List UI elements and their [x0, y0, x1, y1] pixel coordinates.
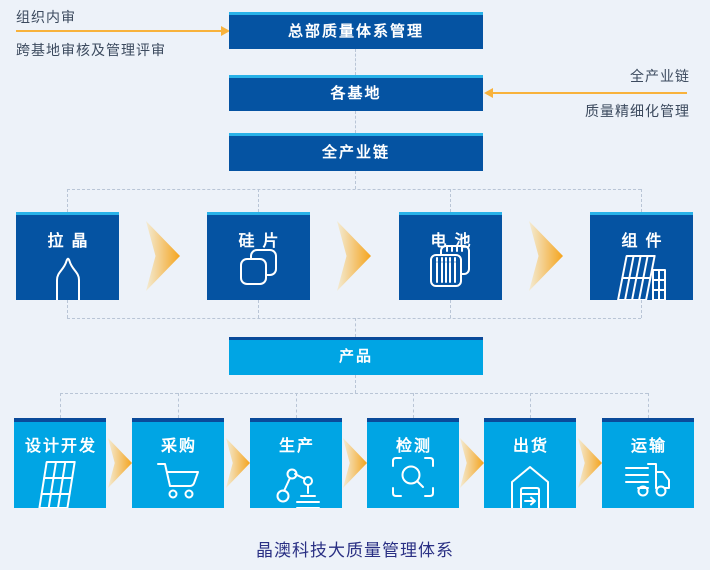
process-box-label: 拉晶: [47, 233, 96, 250]
chevron-right-icon: [337, 221, 371, 291]
dashed-connector: [641, 189, 642, 212]
dashed-connector: [67, 189, 641, 190]
inspection-scan-icon: [392, 457, 434, 497]
shopping-cart-icon: [157, 463, 199, 499]
product-bar: 产品: [229, 337, 483, 375]
left-annotation-line1: 组织内审: [16, 9, 76, 25]
process-box-silicon-wafer: 硅片: [207, 212, 310, 300]
dashed-connector: [60, 393, 61, 418]
left-arrowhead-icon: [484, 88, 493, 98]
process-box-label: 硅片: [238, 233, 287, 250]
dashed-connector: [67, 189, 68, 212]
dashed-connector: [258, 189, 259, 212]
lifecycle-box-label: 设计开发: [24, 438, 97, 455]
lifecycle-box-label: 生产: [278, 438, 315, 455]
dashed-connector: [355, 171, 356, 189]
dashed-connector: [355, 375, 356, 393]
right-annotation-line2: 质量精细化管理: [585, 103, 690, 119]
chevron-right-icon: [146, 221, 180, 291]
lifecycle-box-transport: 运输: [602, 418, 694, 508]
right-arrow-line: [493, 92, 687, 94]
lifecycle-box-label: 采购: [160, 438, 197, 455]
lifecycle-box-production: 生产: [250, 418, 342, 508]
dashed-connector: [258, 300, 259, 318]
lifecycle-box-shipment: 出货: [484, 418, 576, 508]
tier-hq-quality-system: 总部质量体系管理: [229, 12, 483, 49]
dashed-connector: [413, 393, 414, 418]
lifecycle-box-inspection: 检测: [367, 418, 459, 508]
dashed-connector: [641, 300, 642, 318]
process-box-solar-cell: 电池: [399, 212, 502, 300]
chevron-right-icon: [578, 438, 602, 488]
chevron-right-icon: [226, 438, 250, 488]
robot-arm-icon: [276, 468, 320, 508]
dashed-connector: [450, 300, 451, 318]
tier-bases: 各基地: [229, 75, 483, 111]
dashed-connector: [60, 393, 648, 394]
process-box-crystal-pulling: 拉晶: [16, 212, 119, 300]
right-arrowhead-icon: [221, 26, 230, 36]
dashed-connector: [530, 393, 531, 418]
lifecycle-box-procurement: 采购: [132, 418, 224, 508]
dashed-connector: [296, 393, 297, 418]
lifecycle-box-label: 运输: [630, 438, 667, 455]
process-box-label: 组件: [621, 233, 670, 250]
dashed-connector: [648, 393, 649, 418]
dashed-connector: [450, 189, 451, 212]
left-annotation-line2: 跨基地审核及管理评审: [16, 42, 166, 58]
silicon-wafer-icon: [239, 249, 277, 285]
right-annotation-line1: 全产业链: [630, 68, 690, 84]
solar-cell-icon: [429, 245, 470, 287]
tier-full-industry-chain: 全产业链: [229, 133, 483, 171]
process-box-solar-module: 组件: [590, 212, 693, 300]
dashed-connector: [67, 318, 641, 319]
dashed-connector: [67, 300, 68, 318]
chevron-right-icon: [460, 438, 484, 488]
dashed-connector: [355, 318, 356, 337]
left-arrow-line: [16, 30, 221, 32]
warehouse-shipping-icon: [511, 466, 549, 508]
lifecycle-box-design-development: 设计开发: [14, 418, 106, 508]
dashed-connector: [178, 393, 179, 418]
truck-icon: [625, 463, 670, 497]
dashed-connector: [355, 111, 356, 133]
dashed-connector: [355, 49, 356, 75]
chevron-right-icon: [529, 221, 563, 291]
solar-module-icon: [616, 255, 666, 300]
diagram-caption: 晶澳科技大质量管理体系: [256, 541, 454, 560]
chevron-right-icon: [343, 438, 367, 488]
design-grid-icon: [38, 461, 76, 508]
lifecycle-box-label: 检测: [395, 438, 432, 455]
chevron-right-icon: [108, 438, 132, 488]
lifecycle-box-label: 出货: [512, 438, 549, 455]
crystal-ingot-icon: [55, 257, 80, 300]
